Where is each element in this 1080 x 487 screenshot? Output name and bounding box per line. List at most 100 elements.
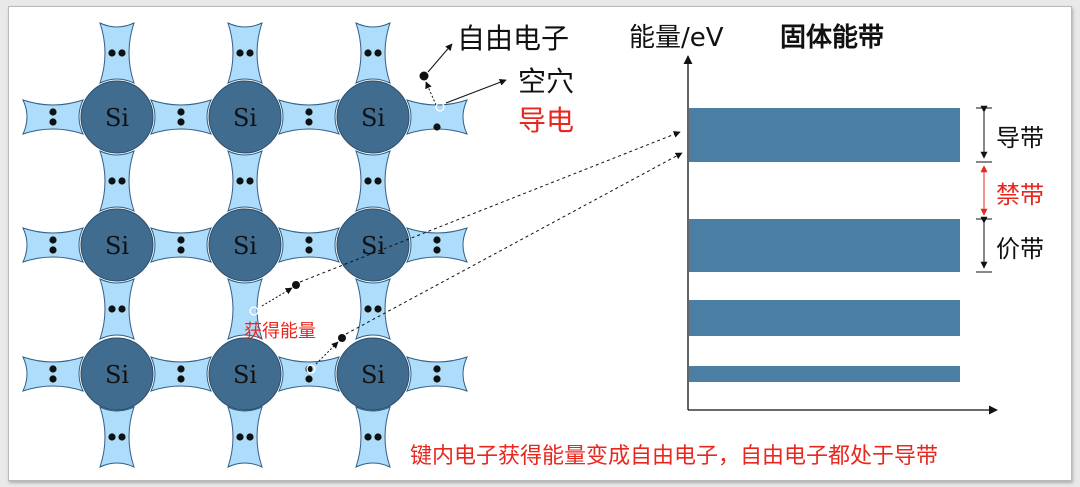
silicon-atom (208, 80, 282, 154)
valence-electron (364, 305, 372, 313)
covalent-bond (150, 356, 212, 392)
excited-electron-1 (292, 281, 300, 289)
covalent-bond (355, 278, 391, 340)
valence-electron (177, 118, 185, 126)
covalent-bond (355, 406, 391, 468)
valence-electron (364, 433, 372, 441)
covalent-bond (355, 22, 391, 84)
valence-electron (364, 177, 372, 185)
electron-escape-path (425, 81, 437, 106)
lattice-annotations: 自由电子 空穴 导电 获得能量 (244, 22, 683, 374)
covalent-bond (278, 356, 340, 392)
valence-electron (177, 236, 185, 244)
valence-electron (374, 49, 382, 57)
conduction-band (689, 108, 960, 162)
valence-electron (118, 305, 126, 313)
conduction-band-label: 导带 (996, 124, 1044, 152)
valence-electron (177, 108, 185, 116)
valence-band (689, 219, 960, 272)
hole-marker-3 (306, 364, 316, 374)
silicon-atom (80, 80, 154, 154)
lower-band-2 (689, 366, 960, 382)
valence-electron (49, 375, 57, 383)
covalent-bond (99, 278, 135, 340)
energy-axis-label: 能量/eV (629, 23, 724, 53)
band-chart-title: 固体能带 (780, 22, 884, 53)
covalent-bond (278, 227, 340, 263)
valence-electron (246, 433, 254, 441)
valence-electron (108, 177, 116, 185)
valence-electron (305, 236, 313, 244)
free-electron-label: 自由电子 (457, 22, 569, 55)
silicon-atom (208, 337, 282, 411)
valence-electron (236, 433, 244, 441)
atom-label: Si (233, 361, 257, 389)
free-electron-dot (419, 71, 429, 81)
valence-electron (49, 365, 57, 373)
lower-band-1 (689, 300, 960, 336)
silicon-atom (80, 337, 154, 411)
covalent-bond (406, 227, 468, 263)
hole-marker-2 (249, 306, 259, 316)
valence-electron (246, 177, 254, 185)
covalent-bond (150, 99, 212, 135)
silicon-atom (336, 337, 410, 411)
valence-electron (433, 236, 441, 244)
covalent-bond (355, 150, 391, 212)
valence-electron (305, 246, 313, 254)
transition-arrow-1 (299, 131, 681, 283)
covalent-bond (22, 227, 84, 263)
valence-electron (49, 246, 57, 254)
atom-label: Si (233, 232, 257, 260)
forbidden-band-label: 禁带 (996, 181, 1044, 209)
covalent-bond (227, 150, 263, 212)
atom-label: Si (105, 361, 129, 389)
valence-electron (177, 246, 185, 254)
excitation-path-1 (261, 287, 293, 307)
valence-electron (305, 118, 313, 126)
valence-electron (108, 433, 116, 441)
atom-label: Si (361, 232, 385, 260)
valence-electron (118, 433, 126, 441)
valence-electron (49, 108, 57, 116)
atom-label: Si (105, 232, 129, 260)
covalent-bond (278, 99, 340, 135)
caption: 键内电子获得能量变成自由电子，自由电子都处于导带 (410, 444, 938, 469)
valence-band-label: 价带 (996, 235, 1044, 263)
atom-label: Si (361, 361, 385, 389)
valence-electron (49, 236, 57, 244)
free-electron-pointer (427, 43, 453, 73)
hole-pointer (445, 78, 507, 104)
valence-electron (433, 123, 441, 131)
band-gap-markers (976, 105, 992, 273)
covalent-bond (406, 356, 468, 392)
transition-arrow-2 (345, 152, 683, 335)
covalent-bond (150, 227, 212, 263)
silicon-atom (336, 80, 410, 154)
valence-electron (433, 246, 441, 254)
atom-label: Si (233, 104, 257, 132)
excited-electron-2 (338, 334, 346, 342)
silicon-atom (208, 208, 282, 282)
covalent-bond (22, 99, 84, 135)
valence-electron (49, 118, 57, 126)
covalent-bond (99, 406, 135, 468)
valence-electron (433, 375, 441, 383)
valence-electron (246, 49, 254, 57)
covalent-bond (227, 406, 263, 468)
energy-bands (689, 108, 960, 382)
covalent-bond (227, 22, 263, 84)
hole-marker (435, 102, 445, 112)
valence-electron (118, 177, 126, 185)
gain-energy-label: 获得能量 (244, 321, 316, 342)
covalent-bond (406, 99, 468, 135)
valence-electron (236, 177, 244, 185)
silicon-atom (80, 208, 154, 282)
valence-electron (177, 365, 185, 373)
conduction-label: 导电 (518, 104, 574, 137)
covalent-bond (99, 22, 135, 84)
covalent-bond (227, 278, 263, 340)
valence-electron (108, 305, 116, 313)
